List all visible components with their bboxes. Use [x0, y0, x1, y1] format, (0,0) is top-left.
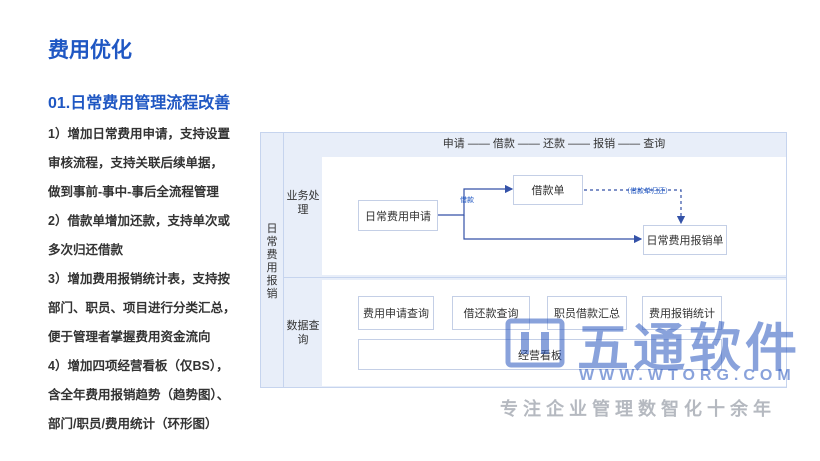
brand-logo-icon [505, 318, 565, 368]
flow-header: 申请 —— 借款 —— 还款 —— 报销 —— 查询 [442, 138, 666, 150]
box-staff-loan-summary: 职员借款汇总 [547, 296, 627, 330]
description-line: 多次归还借款 [48, 243, 124, 257]
description-line: 做到事前-事中-事后全流程管理 [48, 185, 219, 199]
brand-name: 五通软件 [577, 320, 802, 378]
page-title: 费用优化 [48, 39, 132, 62]
process-diagram: 日常费用报销 业务处理 数据查询 申请 —— 借款 —— 还款 —— 报销 ——… [260, 132, 787, 388]
box-reimburse: 日常费用报销单 [643, 225, 727, 255]
description-line: 部门、职员、项目进行分类汇总， [48, 301, 236, 315]
main-label-column: 日常费用报销 [261, 133, 284, 387]
description-line: 便于管理者掌握费用资金流向 [48, 330, 211, 344]
description-line: 4）增加四项经营看板（仅BS）， [48, 359, 229, 373]
box-loan-repay-query: 借还款查询 [452, 296, 530, 330]
description-line: 部门/职员/费用统计（环形图） [48, 417, 218, 431]
description-list: 1）增加日常费用申请，支持设置 审核流程，支持关联后续单据， 做到事前-事中-事… [48, 120, 258, 439]
main-label: 日常费用报销 [266, 223, 278, 300]
description-line: 2）借款单增加还款，支持单次或 [48, 214, 230, 228]
row-label-query: 数据查询 [286, 320, 320, 346]
flow-label-repay: （借款单归还） [623, 188, 672, 195]
description-line: 1）增加日常费用申请，支持设置 [48, 127, 230, 141]
description-line: 含全年费用报销趋势（趋势图）、 [48, 388, 230, 402]
description-line: 3）增加费用报销统计表，支持按 [48, 272, 230, 286]
box-reimburse-stats: 费用报销统计 [642, 296, 722, 330]
description-line: 审核流程，支持关联后续单据， [48, 156, 224, 170]
box-apply-query: 费用申请查询 [358, 296, 434, 330]
section-title: 01.日常费用管理流程改善 [48, 95, 231, 112]
box-expense-apply: 日常费用申请 [358, 200, 438, 231]
box-loan: 借款单 [513, 175, 583, 205]
brand-slogan: 专注企业管理数智化十余年 [500, 399, 776, 419]
row-divider [284, 277, 786, 278]
row-label-business: 业务处理 [286, 190, 320, 216]
brand-url: WWW.WTORG.COM [579, 367, 796, 384]
flow-label-loan: 借款 [460, 197, 474, 204]
flow-arrows [438, 184, 686, 244]
